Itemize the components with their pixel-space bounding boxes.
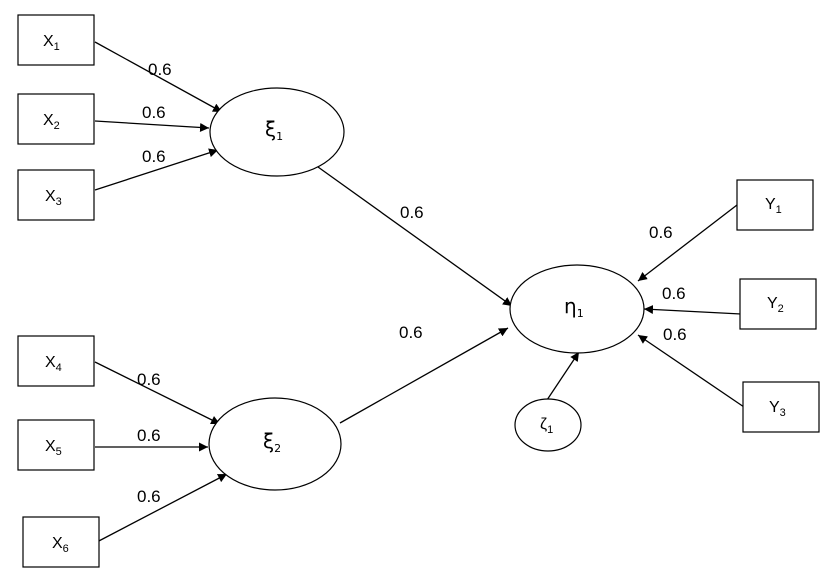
zeta1-sub: 1 xyxy=(547,424,553,436)
zeta1-base: ζ xyxy=(540,416,547,433)
latent-eta1: η1 xyxy=(509,264,645,354)
xi2-sub: 2 xyxy=(274,442,281,455)
edge-x2-xi1 xyxy=(94,120,210,132)
edge-x1-xi1 xyxy=(94,41,223,113)
edge-zeta1-eta1 xyxy=(546,351,580,401)
x1-base: X xyxy=(43,33,54,50)
indicator-x6: X6 xyxy=(22,516,100,568)
x4-sub: 4 xyxy=(56,362,62,374)
label-y1-eta1: 0.6 xyxy=(649,223,673,242)
indicator-y3: Y3 xyxy=(742,381,820,433)
svg-text:η1: η1 xyxy=(564,294,584,320)
svg-text:X3: X3 xyxy=(45,188,62,208)
label-y3-eta1: 0.6 xyxy=(663,325,687,344)
x1-sub: 1 xyxy=(54,41,60,53)
indicator-y1: Y1 xyxy=(736,179,814,231)
svg-text:X5: X5 xyxy=(45,438,62,458)
svg-text:ξ2: ξ2 xyxy=(263,429,281,455)
label-x4-xi2: 0.6 xyxy=(137,370,161,389)
y1-sub: 1 xyxy=(776,204,782,216)
svg-text:Y2: Y2 xyxy=(767,295,784,315)
y2-sub: 2 xyxy=(778,303,784,315)
svg-text:X2: X2 xyxy=(43,112,60,132)
x5-base: X xyxy=(45,438,56,455)
y1-base: Y xyxy=(765,196,776,213)
edge-x4-xi2 xyxy=(94,361,221,425)
edge-y2-eta1 xyxy=(643,304,742,315)
svg-text:X1: X1 xyxy=(43,33,60,53)
label-xi2-eta1: 0.6 xyxy=(399,323,423,342)
x4-base: X xyxy=(45,354,56,371)
x5-sub: 5 xyxy=(56,446,62,458)
x3-base: X xyxy=(45,188,56,205)
eta1-sub: 1 xyxy=(577,307,584,320)
y3-sub: 3 xyxy=(780,407,786,419)
y3-base: Y xyxy=(769,399,780,416)
disturbance-zeta1: ζ1 xyxy=(514,398,582,452)
svg-text:Y3: Y3 xyxy=(769,399,786,419)
x2-sub: 2 xyxy=(54,120,60,132)
edge-x3-xi1 xyxy=(94,148,219,191)
label-xi1-eta1: 0.6 xyxy=(400,203,424,222)
svg-text:X6: X6 xyxy=(52,535,69,555)
indicator-x4: X4 xyxy=(17,335,95,387)
latent-xi2: ξ2 xyxy=(208,397,342,491)
indicator-x5: X5 xyxy=(17,419,95,471)
edge-y1-eta1 xyxy=(637,204,738,282)
xi1-sub: 1 xyxy=(276,130,283,143)
latent-xi1: ξ1 xyxy=(209,87,345,177)
indicator-x2: X2 xyxy=(17,93,95,145)
label-y2-eta1: 0.6 xyxy=(662,284,686,303)
edge-y3-eta1 xyxy=(637,334,745,408)
eta1-base: η xyxy=(564,294,577,318)
label-x5-xi2: 0.6 xyxy=(137,426,161,445)
svg-text:X4: X4 xyxy=(45,354,62,374)
indicator-x1: X1 xyxy=(17,14,95,66)
svg-text:Y1: Y1 xyxy=(765,196,782,216)
label-x1-xi1: 0.6 xyxy=(148,60,172,79)
xi2-base: ξ xyxy=(263,429,274,453)
label-x3-xi1: 0.6 xyxy=(142,147,166,166)
svg-text:ζ1: ζ1 xyxy=(540,416,553,436)
edge-x6-xi2 xyxy=(94,473,228,544)
label-x2-xi1: 0.6 xyxy=(142,103,166,122)
indicator-y2: Y2 xyxy=(739,278,817,330)
edge-xi1-eta1 xyxy=(317,166,513,307)
indicator-x3: X3 xyxy=(17,169,95,221)
x2-base: X xyxy=(43,112,54,129)
label-x6-xi2: 0.6 xyxy=(137,487,161,506)
svg-text:ξ1: ξ1 xyxy=(265,117,283,143)
y2-base: Y xyxy=(767,295,778,312)
edge-xi2-eta1 xyxy=(339,327,509,424)
x3-sub: 3 xyxy=(56,196,62,208)
xi1-base: ξ xyxy=(265,117,276,141)
x6-sub: 6 xyxy=(63,543,69,555)
x6-base: X xyxy=(52,535,63,552)
